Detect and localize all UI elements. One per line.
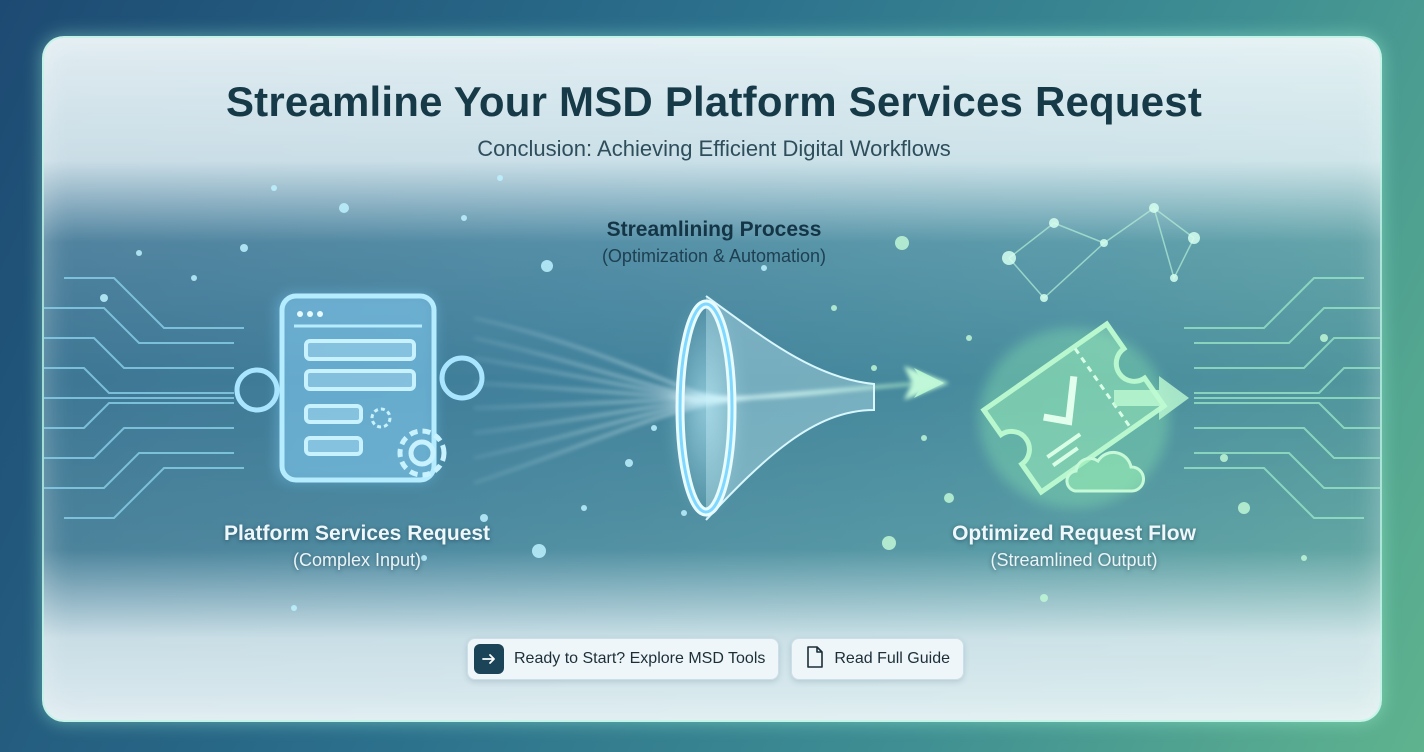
circuit-background	[44, 175, 1380, 611]
ticket-check-cloud-icon	[979, 320, 1189, 508]
action-buttons: Ready to Start? Explore MSD Tools Read F…	[467, 638, 964, 680]
output-stage-subtitle: (Streamlined Output)	[990, 550, 1158, 570]
page-title: Streamline Your MSD Platform Services Re…	[225, 78, 1203, 125]
output-stage-title: Optimized Request Flow	[952, 522, 1196, 545]
output-stage-label: Optimized Request Flow (Streamlined Outp…	[924, 522, 1224, 571]
explore-tools-label: Ready to Start? Explore MSD Tools	[514, 650, 766, 667]
process-stage-label: Streamlining Process (Optimization & Aut…	[564, 218, 864, 267]
process-stage-subtitle: (Optimization & Automation)	[601, 246, 827, 266]
read-guide-button[interactable]: Read Full Guide	[791, 638, 964, 680]
form-window-gears-icon	[234, 293, 485, 483]
page-subtitle: Conclusion: Achieving Efficient Digital …	[477, 136, 951, 161]
process-stage-title: Streamlining Process	[606, 218, 822, 241]
document-icon	[806, 645, 824, 673]
input-stage-label: Platform Services Request (Complex Input…	[207, 522, 507, 571]
input-stage-subtitle: (Complex Input)	[292, 550, 422, 570]
arrow-right-icon	[474, 644, 504, 674]
read-guide-label: Read Full Guide	[834, 650, 950, 667]
hero-card: Streamline Your MSD Platform Services Re…	[42, 36, 1382, 722]
funnel-ring-icon	[666, 295, 875, 521]
explore-tools-button[interactable]: Ready to Start? Explore MSD Tools	[467, 638, 780, 680]
input-stage-title: Platform Services Request	[223, 522, 491, 545]
